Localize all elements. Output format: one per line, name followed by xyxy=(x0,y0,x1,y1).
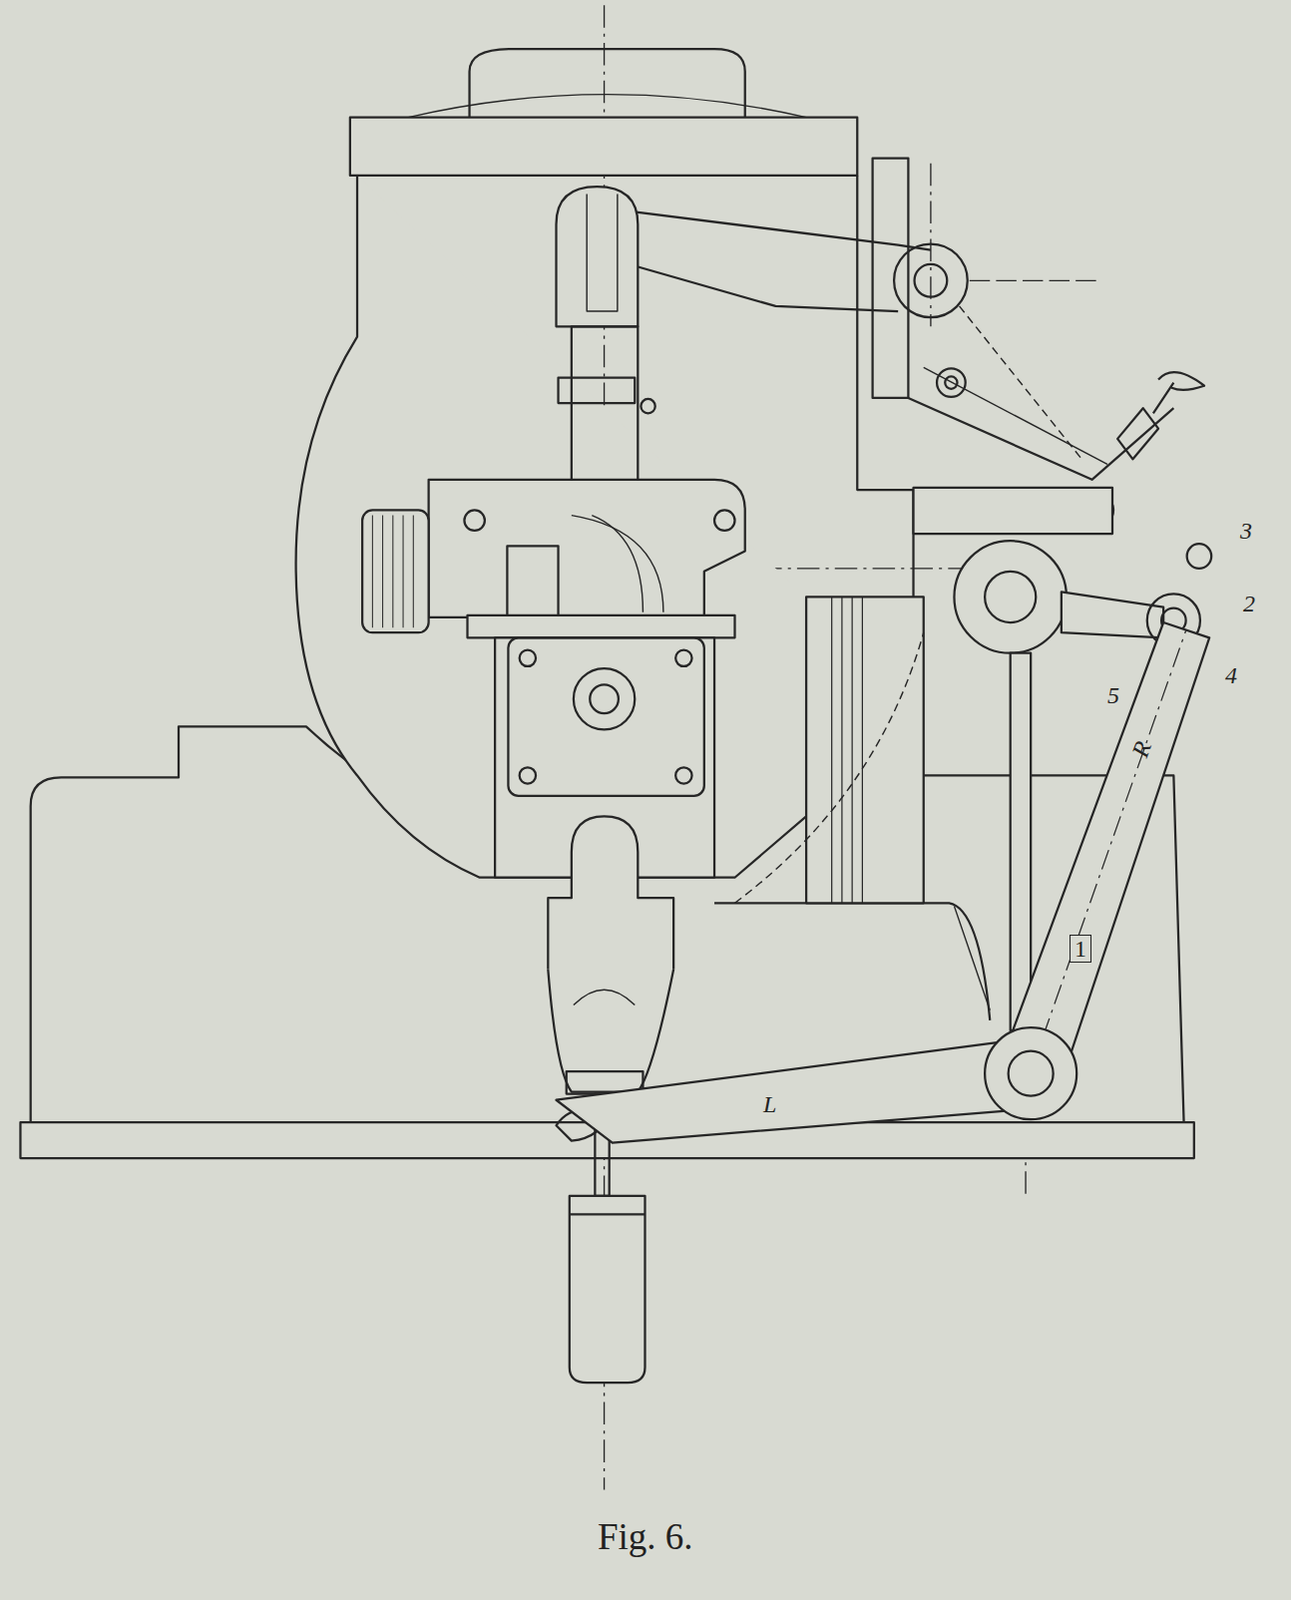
callout-number: 5 xyxy=(1107,683,1120,708)
callout-number: L xyxy=(763,1092,777,1117)
callout-number: 4 xyxy=(1225,663,1238,688)
callout-number: 2 xyxy=(1243,591,1256,616)
callout-number: 3 xyxy=(1240,518,1253,543)
figure-caption: Fig. 6. xyxy=(597,1518,694,1556)
callout-number: 1 xyxy=(1069,934,1092,963)
